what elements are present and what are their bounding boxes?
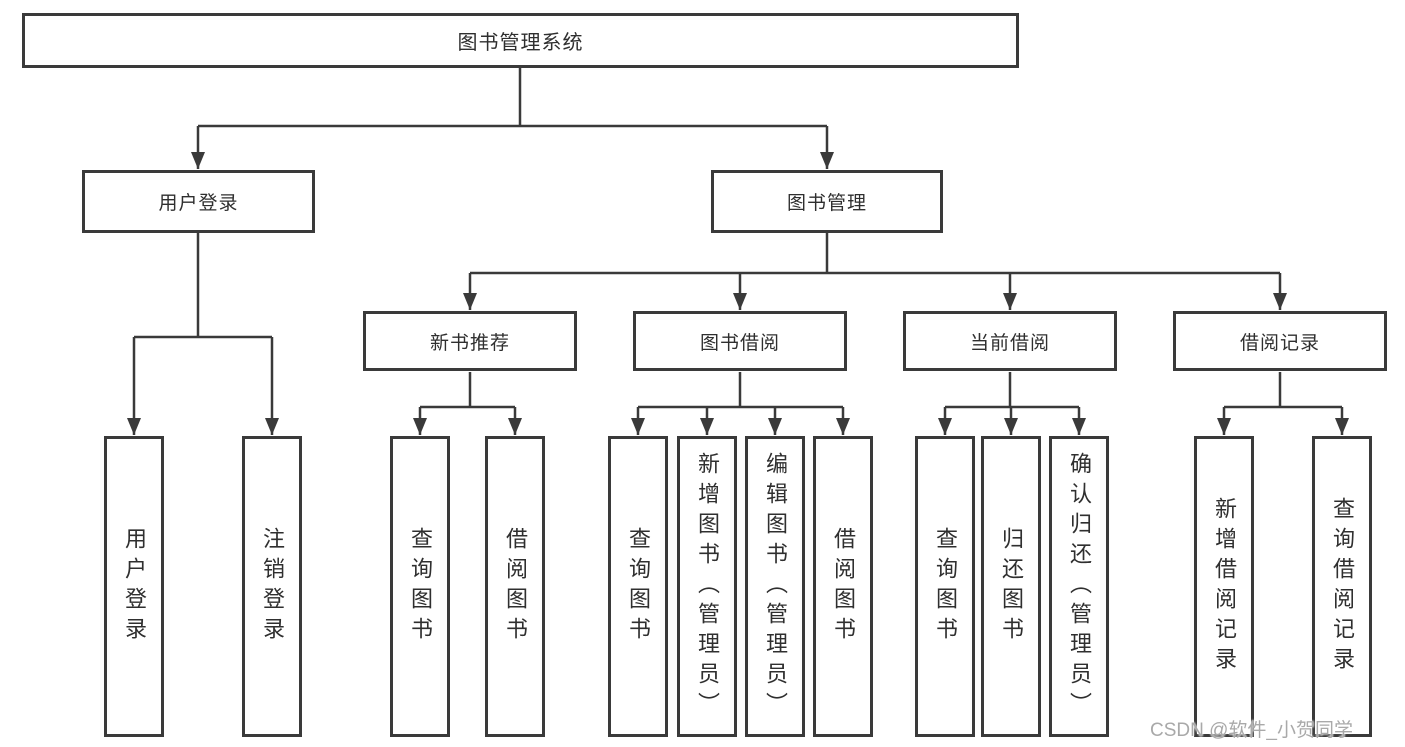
leaf-label: 编辑图书（管理员） bbox=[763, 451, 788, 722]
leaf-label: 新增借阅记录 bbox=[1212, 496, 1237, 677]
connector-arrows bbox=[127, 126, 1349, 435]
leaf-label: 归还图书 bbox=[999, 526, 1024, 647]
connector-trunks bbox=[134, 68, 1342, 409]
leaf-label: 新增图书（管理员） bbox=[695, 451, 720, 722]
leaf-search-borrow-record: 查询借阅记录 bbox=[1312, 436, 1372, 737]
leaf-edit-books-admin: 编辑图书（管理员） bbox=[745, 436, 805, 737]
leaf-confirm-return-admin: 确认归还（管理员） bbox=[1049, 436, 1109, 737]
leaf-label: 确认归还（管理员） bbox=[1067, 451, 1092, 722]
csdn-watermark: CSDN @软件_小贺同学 bbox=[1150, 720, 1353, 741]
node-label: 新书推荐 bbox=[429, 332, 510, 354]
leaf-logout: 注销登录 bbox=[242, 436, 302, 737]
leaf-label: 用户登录 bbox=[122, 526, 147, 647]
node-label: 图书借阅 bbox=[699, 332, 780, 354]
leaf-borrow-books: 借阅图书 bbox=[813, 436, 873, 737]
leaf-label: 借阅图书 bbox=[831, 526, 856, 647]
leaf-search-books-recommend: 查询图书 bbox=[390, 436, 450, 737]
leaf-borrow-books-recommend: 借阅图书 bbox=[485, 436, 545, 737]
node-book-borrowing: 图书借阅 bbox=[633, 311, 847, 371]
leaf-user-login: 用户登录 bbox=[104, 436, 164, 737]
node-current-borrowing: 当前借阅 bbox=[903, 311, 1117, 371]
leaf-return-books: 归还图书 bbox=[981, 436, 1041, 737]
leaf-search-books-borrow: 查询图书 bbox=[608, 436, 668, 737]
node-borrowing-records: 借阅记录 bbox=[1173, 311, 1387, 371]
leaf-label: 查询图书 bbox=[626, 526, 651, 647]
node-new-book-recommendation: 新书推荐 bbox=[363, 311, 577, 371]
node-library-management-system: 图书管理系统 bbox=[22, 13, 1019, 68]
leaf-add-borrow-record: 新增借阅记录 bbox=[1194, 436, 1254, 737]
node-book-management: 图书管理 bbox=[711, 170, 943, 233]
leaf-label: 查询借阅记录 bbox=[1330, 496, 1355, 677]
leaf-add-books-admin: 新增图书（管理员） bbox=[677, 436, 737, 737]
node-label: 图书管理 bbox=[786, 193, 867, 214]
node-label: 用户登录 bbox=[158, 193, 239, 214]
node-label: 借阅记录 bbox=[1239, 332, 1320, 354]
node-label: 图书管理系统 bbox=[457, 32, 584, 54]
node-label: 当前借阅 bbox=[969, 332, 1050, 354]
leaf-label: 查询图书 bbox=[408, 526, 433, 647]
node-user-login: 用户登录 bbox=[82, 170, 315, 233]
leaf-search-books-current: 查询图书 bbox=[915, 436, 975, 737]
leaf-label: 查询图书 bbox=[933, 526, 958, 647]
leaf-label: 注销登录 bbox=[260, 526, 285, 647]
leaf-label: 借阅图书 bbox=[503, 526, 528, 647]
